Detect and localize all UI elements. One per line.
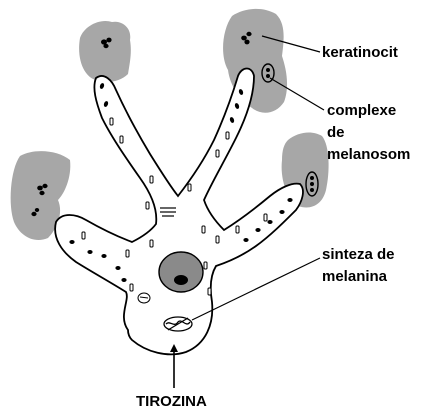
label-melanosom: melanosom — [327, 146, 410, 163]
label-sinteza-de: sinteza de — [322, 246, 395, 263]
keratinocyte-top-left — [79, 21, 131, 82]
nucleus — [159, 252, 203, 292]
label-complexe: complexe — [327, 102, 396, 119]
label-de: de — [327, 124, 345, 141]
tirozina-arrow — [170, 344, 178, 388]
label-tirozina: TIROZINA — [136, 393, 207, 410]
label-melanina: melanina — [322, 268, 388, 285]
nucleolus — [174, 275, 188, 285]
label-keratinocit: keratinocit — [322, 44, 398, 61]
